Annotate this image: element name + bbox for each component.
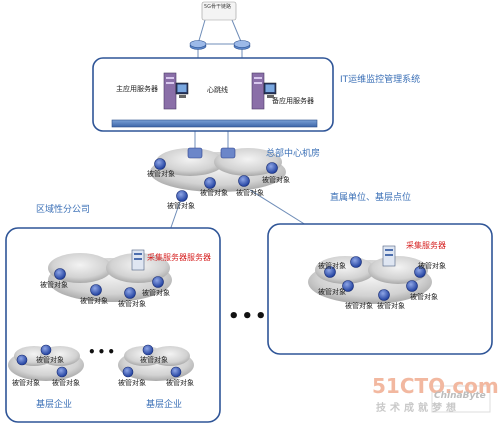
managed-object-label: 被管对象: [52, 379, 80, 387]
managed-object-label: 被管对象: [262, 176, 290, 184]
managed-object-label: 被管对象: [410, 293, 438, 301]
managed-object-label: 被管对象: [36, 356, 64, 364]
network-bus: [111, 119, 318, 128]
managed-object-label: 被管对象: [140, 356, 168, 364]
managed-object-label: 被管对象: [118, 300, 146, 308]
regional-branch-label: 区域性分公司: [36, 205, 91, 215]
main-server-label: 主应用服务器: [116, 85, 158, 93]
managed-object-label: 被管对象: [318, 288, 346, 296]
core-switch-icon: [187, 147, 236, 159]
managed-object-label: 被管对象: [236, 189, 264, 197]
collector-server-regional-label: 采集服务器服务器: [147, 253, 211, 262]
collector-server-icon: [382, 245, 396, 267]
watermark-brand: ChinaByte: [434, 391, 486, 401]
managed-object-label: 被管对象: [166, 379, 194, 387]
managed-object-label: 被管对象: [40, 281, 68, 289]
backbone-link-label: 5G骨干链路: [204, 4, 232, 10]
collector-server-direct-label: 采集服务器: [406, 241, 446, 250]
managed-object-label: 被管对象: [167, 202, 195, 210]
watermark-site: 51CTO.com: [372, 374, 498, 398]
managed-object-label: 被管对象: [200, 189, 228, 197]
cloud-hq: [150, 148, 286, 192]
server-icon: [163, 72, 189, 110]
managed-object-label: 被管对象: [80, 297, 108, 305]
it-system-frame: [92, 57, 334, 132]
backbone-link-box: [201, 1, 237, 21]
it-system-title: IT运维监控管理系统: [340, 75, 421, 85]
hq-center-label: 总部中心机房: [266, 149, 321, 159]
heartbeat-label: 心跳线: [207, 86, 228, 94]
managed-object-label: 被管对象: [12, 379, 40, 387]
direct-units-label: 直属单位、基层点位: [330, 193, 412, 203]
managed-object-label: 被管对象: [118, 379, 146, 387]
grassroots-company-label: 基层企业: [146, 400, 183, 410]
server-icon: [251, 72, 277, 110]
managed-object-label: 被管对象: [345, 302, 373, 310]
managed-object-label: 被管对象: [142, 289, 170, 297]
watermark-slogan: 技术成就梦想: [376, 403, 460, 414]
router-icon: [189, 40, 207, 50]
managed-object-label: 被管对象: [377, 302, 405, 310]
router-icon: [233, 40, 251, 50]
ellipsis-small: •••: [88, 345, 118, 359]
collector-server-icon: [131, 249, 145, 271]
grassroots-company-label: 基层企业: [36, 400, 73, 410]
watermark-logo: [431, 385, 491, 413]
managed-object-label: 被管对象: [418, 262, 446, 270]
managed-object-label: 被管对象: [147, 170, 175, 178]
managed-object-label: 被管对象: [318, 262, 346, 270]
ellipsis-large: •••: [228, 306, 269, 327]
managed-object-nodes: [16, 158, 426, 378]
backup-server-label: 备应用服务器: [272, 97, 314, 105]
